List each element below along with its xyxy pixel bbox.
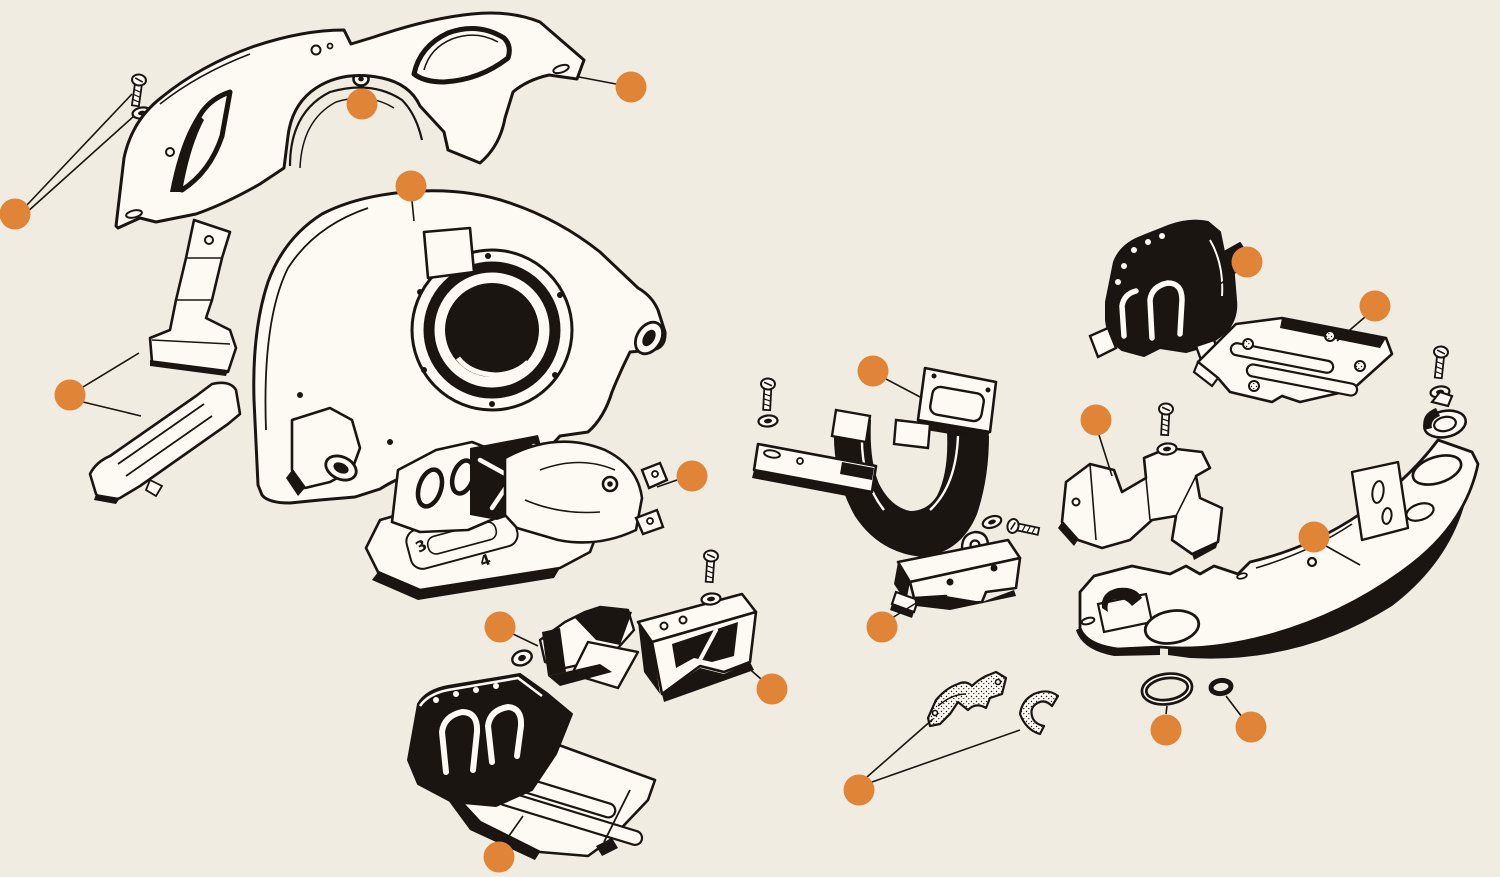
leader-line-m5 [82, 352, 140, 388]
washer-mid-right [1155, 441, 1179, 457]
leader-line-m6 [656, 479, 678, 488]
leader-line-m11 [891, 599, 922, 619]
hotspot-marker-slotted-cover-plate[interactable] [1359, 290, 1391, 322]
slotted-cover-plate [1194, 318, 1392, 402]
hotspot-markers [0, 71, 1391, 873]
leader-line-m1 [25, 115, 135, 214]
hotspot-marker-front-cylinder-cover-tin[interactable] [483, 841, 515, 873]
leader-line-m9 [503, 815, 524, 844]
leader-line-m15 [1336, 316, 1366, 342]
u-shaped-heater-shroud [752, 368, 996, 556]
hotspot-marker-fan-shroud[interactable] [395, 170, 427, 202]
leader-line-m13 [1098, 434, 1113, 477]
hotspot-marker-upper-rear-engine-shroud[interactable] [615, 71, 647, 103]
hotspot-marker-u-shaped-heater-shroud[interactable] [857, 355, 889, 387]
leader-line-m16 [1325, 545, 1361, 566]
engine-mount-block [638, 594, 756, 702]
mounting-bolt-top-left [127, 72, 148, 108]
thermostat-flap-unit [510, 606, 638, 688]
washer-u-left [756, 413, 780, 429]
hotspot-marker-bolt-and-washer-top-left[interactable] [0, 198, 31, 230]
leader-line-m7 [512, 633, 539, 647]
screw-bracket-right [1005, 517, 1041, 540]
support-bracket [890, 532, 1020, 618]
hotspot-marker-rear-support-bar[interactable] [1298, 521, 1330, 553]
leader-line-m8 [744, 664, 762, 680]
leader-line-m12 [871, 729, 1021, 783]
washer-mid [699, 591, 723, 607]
rear-cylinder-cover-tin [1090, 221, 1247, 360]
leader-line-m17 [1165, 705, 1168, 715]
bolt-top-right [1430, 344, 1450, 380]
hotspot-marker-o-ring-large[interactable] [1150, 714, 1182, 746]
hotspot-marker-support-bracket[interactable] [866, 611, 898, 643]
hotspot-marker-rear-cylinder-cover-tin[interactable] [1231, 246, 1263, 278]
o-ring-small [1210, 679, 1232, 695]
heat-riser-clamp-b [1020, 691, 1058, 734]
hotspot-marker-left-mounting-brackets[interactable] [54, 379, 86, 411]
upper-rear-engine-shroud [116, 13, 584, 228]
hotspot-marker-thermostat-flap-unit[interactable] [484, 611, 516, 643]
leader-line-m14 [1197, 271, 1237, 302]
screw-mid [701, 549, 720, 584]
hotspot-marker-exhaust-side-bracket[interactable] [1080, 404, 1112, 436]
leader-line-m3 [411, 200, 415, 222]
screw-u-left [758, 377, 777, 412]
o-ring-large [1142, 673, 1191, 705]
leader-line-m4 [578, 76, 617, 85]
leader-line-m10 [885, 378, 923, 399]
leader-line-m1 [25, 93, 133, 207]
front-cylinder-cover-tin [408, 674, 655, 860]
heat-riser-clamp-a [928, 672, 1006, 726]
hotspot-marker-heat-riser-clamps[interactable] [843, 774, 875, 806]
hotspot-marker-engine-mount-block[interactable] [756, 673, 788, 705]
leader-line-m12 [866, 718, 934, 778]
hotspot-marker-rubber-grommet[interactable] [346, 88, 378, 120]
washer-bracket-right [980, 512, 1004, 532]
hotspot-marker-o-ring-small[interactable] [1235, 711, 1267, 743]
screw-mid-right [1156, 402, 1175, 437]
air-channel-bracket [90, 383, 240, 504]
exhaust-side-bracket [1058, 448, 1222, 560]
leader-line-m18 [1225, 695, 1243, 718]
fan-shroud [254, 191, 668, 503]
leader-line-m5 [82, 401, 142, 417]
leader-lines [25, 76, 1366, 844]
hotspot-marker-fan-cover-plate-assembly[interactable] [676, 460, 708, 492]
fan-cover-plate-assembly [366, 435, 667, 600]
pedestal-bracket [150, 220, 236, 376]
